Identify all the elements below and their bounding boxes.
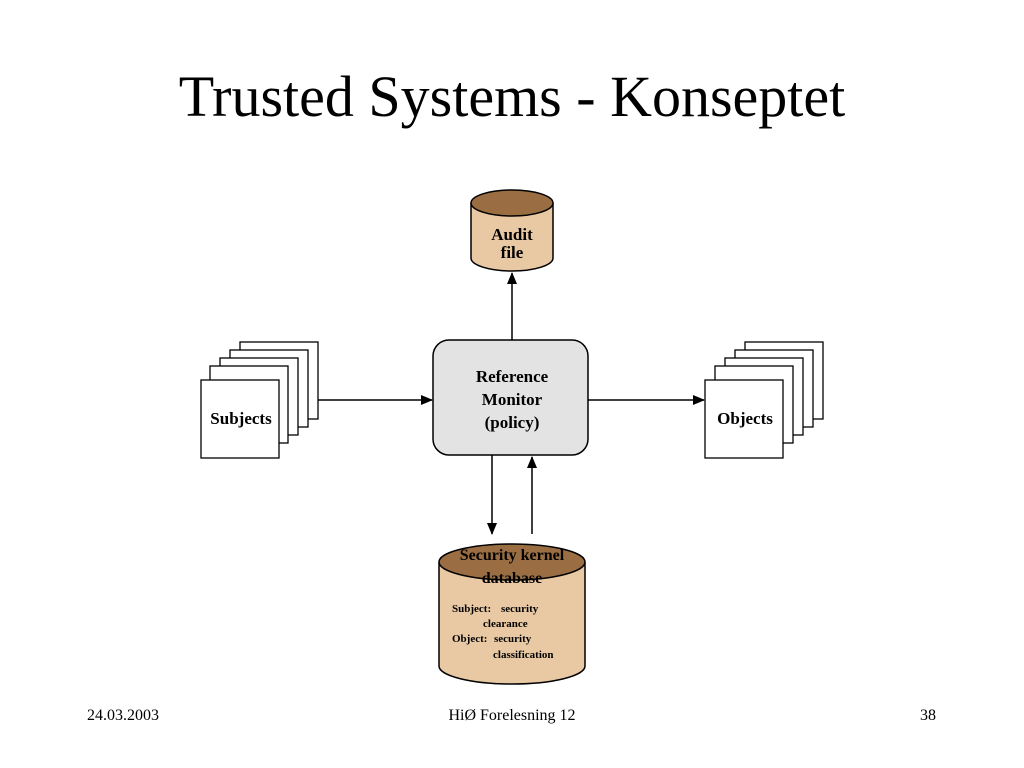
- security-kernel-db-cylinder: Security kernel database Subject: securi…: [438, 543, 586, 685]
- security-db-label-2: database: [482, 570, 542, 587]
- object-label: Object:: [452, 633, 487, 645]
- objects-label: Objects: [717, 409, 773, 428]
- subjects-stack: Subjects: [200, 341, 319, 459]
- subject-label: Subject:: [452, 603, 491, 615]
- security-db-label-1: Security kernel: [460, 547, 565, 564]
- reference-monitor-label-2: Monitor: [482, 390, 543, 409]
- reference-monitor-box: Reference Monitor (policy): [432, 339, 589, 456]
- audit-file-label-1: Audit: [491, 225, 533, 244]
- reference-monitor-label-1: Reference: [476, 367, 549, 386]
- object-value-1: security: [494, 633, 532, 645]
- audit-file-cylinder: Audit file: [470, 189, 554, 272]
- footer-course: HiØ Forelesning 12: [448, 707, 576, 724]
- footer-page-number: 38: [920, 707, 936, 724]
- objects-stack: Objects: [704, 341, 824, 459]
- footer-date: 24.03.2003: [87, 707, 159, 724]
- object-value-2: classification: [493, 649, 554, 661]
- slide-title: Trusted Systems - Konseptet: [178, 64, 846, 129]
- audit-file-label-2: file: [501, 243, 524, 262]
- subject-value-1: security: [501, 603, 539, 615]
- subject-value-2: clearance: [483, 618, 528, 630]
- reference-monitor-label-3: (policy): [485, 413, 540, 432]
- subjects-label: Subjects: [210, 409, 272, 428]
